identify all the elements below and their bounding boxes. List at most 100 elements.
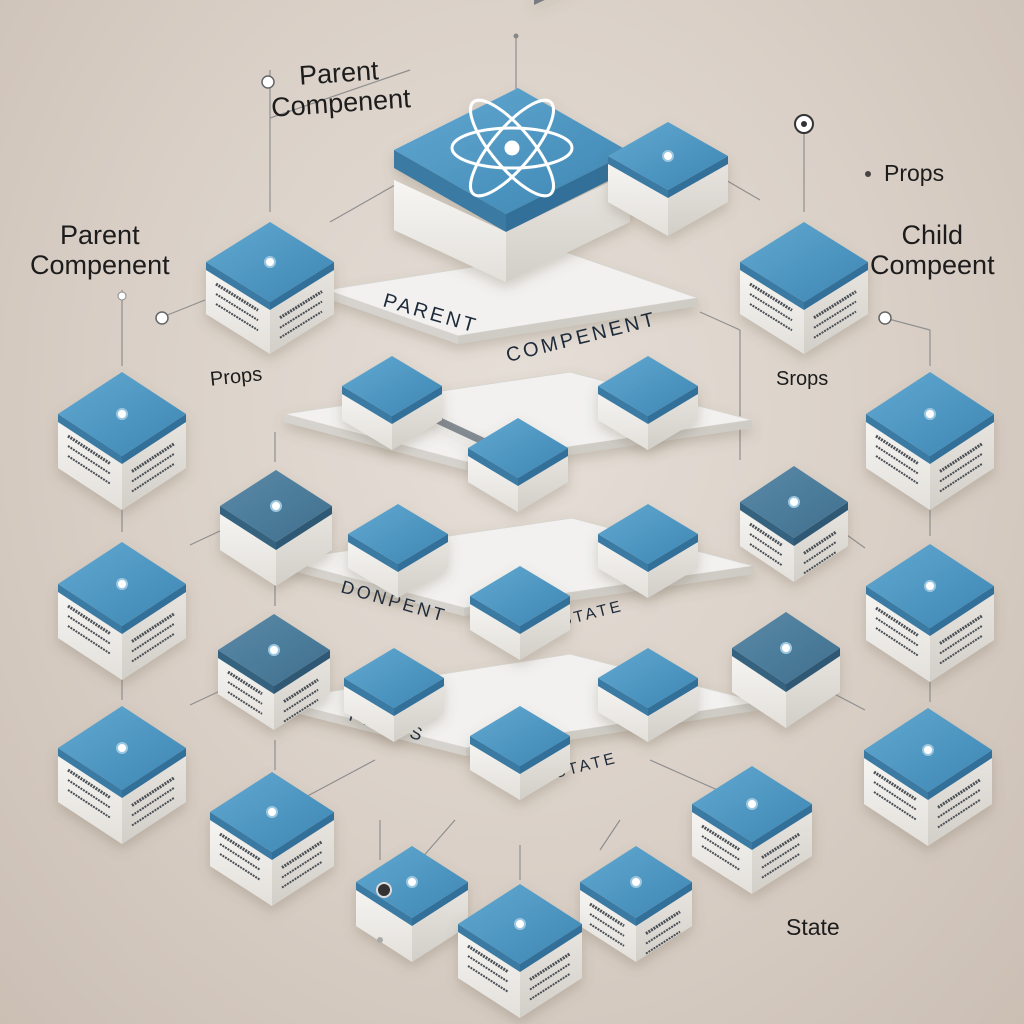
- root-component-block: [394, 0, 630, 451]
- block-side-left: [598, 678, 648, 742]
- block-side-left: [470, 596, 520, 660]
- block-side-left: [866, 586, 930, 682]
- component-block: [580, 846, 692, 962]
- block-caption-mark: [281, 850, 323, 879]
- component-block: [58, 706, 186, 844]
- block-top-edge: [458, 924, 520, 972]
- block-top-edge: [518, 448, 568, 486]
- block-caption-mark: [937, 789, 981, 819]
- block-top-edge: [394, 150, 506, 232]
- block-top-edge: [276, 506, 332, 550]
- block-side-left: [348, 534, 398, 598]
- label-parent-component-left: Parent Compenent: [30, 220, 170, 280]
- block-side-right: [930, 414, 994, 510]
- block-side-left: [740, 262, 804, 354]
- block-top-edge: [598, 386, 648, 424]
- block-caption-mark: [803, 530, 837, 555]
- block-side-right: [930, 586, 994, 682]
- block-side-right: [518, 448, 568, 512]
- block-node-dot: [266, 806, 278, 818]
- block-side-right: [394, 678, 444, 742]
- connector-dot: [376, 882, 392, 898]
- block-side-right: [786, 648, 840, 728]
- component-block: [470, 706, 570, 800]
- block-caption-mark: [283, 688, 319, 713]
- label-props-top-right: Props: [884, 160, 945, 186]
- block-top-edge: [866, 414, 930, 464]
- block-side-right: [122, 748, 186, 844]
- block-side-left: [732, 648, 786, 728]
- block-caption-mark: [645, 910, 681, 935]
- component-block: [356, 846, 468, 962]
- block-node-dot: [780, 642, 792, 654]
- block-top-edge: [930, 586, 994, 636]
- block-caption-mark: [701, 845, 741, 871]
- component-block: [732, 612, 840, 728]
- block-top-edge: [520, 924, 582, 972]
- block-side-left: [580, 882, 636, 962]
- block-caption-mark: [227, 681, 263, 705]
- block-caption-mark: [937, 799, 981, 829]
- block-caption-mark: [219, 832, 261, 862]
- block-caption-mark: [131, 776, 175, 807]
- block-top-edge: [794, 502, 848, 546]
- block-caption-mark: [813, 290, 857, 320]
- connector-line: [699, 311, 741, 331]
- block-caption-mark: [67, 455, 111, 485]
- block-side-left: [344, 678, 394, 742]
- block-side-right: [272, 812, 334, 906]
- block-caption-mark: [67, 615, 111, 645]
- block-caption-mark: [749, 282, 793, 312]
- block-node-dot: [922, 744, 934, 756]
- component-block: [58, 542, 186, 680]
- block-side-right: [398, 534, 448, 598]
- block-side-right: [648, 386, 698, 450]
- block-top-edge: [580, 882, 636, 926]
- block-caption-mark: [803, 541, 837, 565]
- component-block: [210, 772, 334, 906]
- block-top-edge: [732, 648, 786, 692]
- block-top-edge: [468, 448, 518, 486]
- platform-level-1: [325, 251, 699, 344]
- block-node-dot: [514, 918, 526, 930]
- connector-dot-core: [801, 121, 807, 127]
- block-top-edge: [122, 414, 186, 464]
- block-top-edge: [506, 152, 630, 232]
- component-block: [348, 504, 448, 598]
- block-caption-mark: [131, 787, 175, 817]
- block-side-right: [804, 262, 868, 354]
- connector-dot: [865, 171, 871, 177]
- block-caption-mark: [467, 944, 509, 974]
- block-caption-mark: [589, 902, 625, 928]
- block-caption-mark: [701, 824, 741, 852]
- block-caption-mark: [875, 606, 919, 637]
- component-block: [866, 372, 994, 510]
- block-side-right: [648, 678, 698, 742]
- connector-line: [299, 759, 376, 801]
- component-block: [598, 648, 698, 742]
- block-caption-mark: [227, 670, 263, 696]
- block-top-edge: [348, 534, 398, 572]
- block-side-left: [218, 650, 274, 730]
- block-top-edge: [752, 804, 812, 850]
- block-caption-mark: [937, 778, 981, 809]
- block-caption-mark: [875, 434, 919, 465]
- block-caption-mark: [283, 698, 319, 723]
- component-block: [458, 884, 582, 1018]
- block-side-left: [342, 386, 392, 450]
- block-caption-mark: [749, 522, 783, 547]
- block-side-left: [220, 506, 276, 586]
- block-top-edge: [598, 534, 648, 572]
- connector-dot: [261, 75, 275, 89]
- connector-line: [599, 819, 621, 851]
- block-top: [598, 356, 698, 416]
- block-top-edge: [648, 534, 698, 572]
- platform-edge: [458, 298, 698, 344]
- block-caption-mark: [67, 779, 111, 809]
- block-node-dot: [924, 408, 936, 420]
- block-node-dot: [264, 256, 276, 268]
- block-top-edge: [356, 882, 412, 926]
- block-caption-mark: [279, 290, 323, 320]
- block-top-edge: [394, 678, 444, 716]
